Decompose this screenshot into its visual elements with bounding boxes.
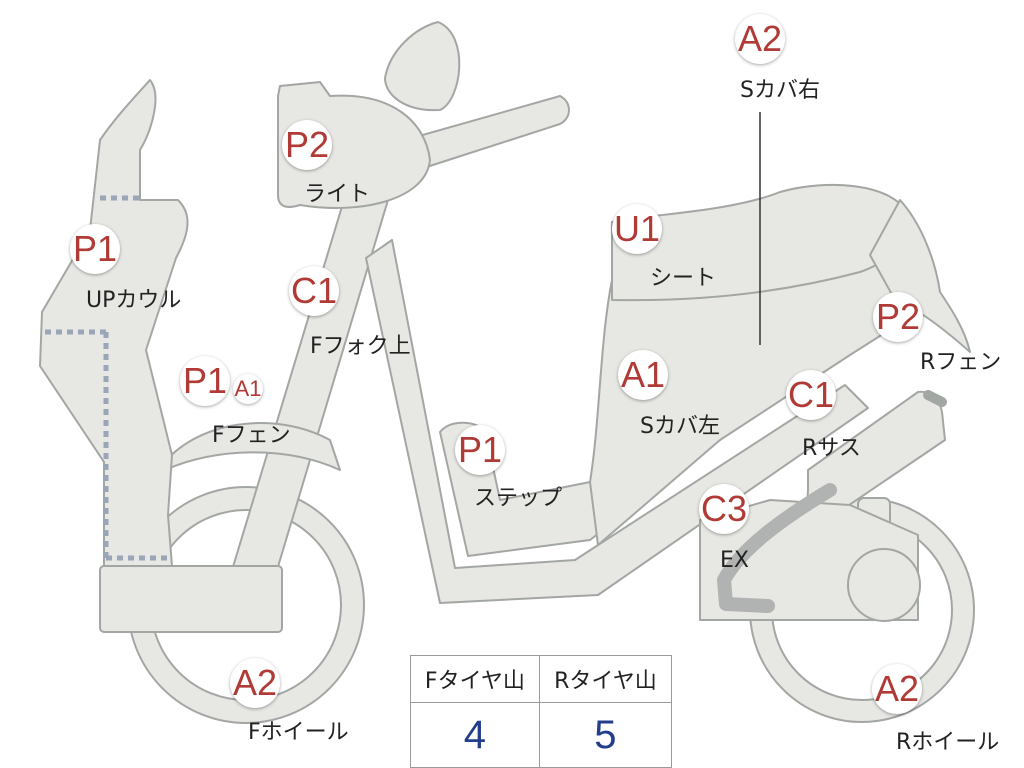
grade-badge: P1 — [455, 425, 505, 475]
grade-badge-secondary: A1 — [233, 374, 263, 404]
part-label: Fフォク上 — [310, 334, 411, 359]
exhaust-pipe — [717, 483, 837, 613]
part-label: Fフェン — [212, 423, 291, 448]
value-rear-tire: 5 — [538, 702, 673, 768]
part-label: Sカバ左 — [640, 414, 720, 439]
windshield — [384, 21, 461, 112]
part-label: UPカウル — [86, 288, 182, 313]
front-floor-block — [99, 565, 283, 633]
header-front-tire: Fタイヤ山 — [410, 655, 540, 703]
main-frame — [365, 239, 869, 604]
grade-badge: C1 — [786, 370, 836, 420]
side-cover — [589, 229, 906, 546]
value-front-tire: 4 — [410, 702, 540, 768]
grade-badge: P2 — [282, 120, 332, 170]
grade-badge: P2 — [873, 292, 923, 342]
part-label: Rホイール — [896, 730, 1000, 755]
part-label: Rサス — [802, 436, 861, 461]
grade-badge: A2 — [872, 664, 922, 714]
header-rear-tire: Rタイヤ山 — [538, 655, 673, 703]
grade-badge: U1 — [612, 204, 662, 254]
part-label: ステップ — [474, 486, 563, 511]
table-value-row: 4 5 — [410, 702, 673, 768]
grade-badge: A1 — [618, 350, 668, 400]
grade-badge: A2 — [735, 14, 785, 64]
part-label: EX — [720, 548, 749, 573]
grade-badge: P1 — [70, 224, 120, 274]
grade-badge: A2 — [230, 658, 280, 708]
part-label: Fホイール — [248, 720, 349, 745]
part-label: ライト — [304, 182, 371, 207]
front-fender-shape — [159, 422, 341, 471]
grade-badge: C1 — [289, 266, 339, 316]
table-header-row: Fタイヤ山 Rタイヤ山 — [410, 655, 673, 703]
grade-badge: P1 — [180, 356, 230, 406]
headlight-housing — [277, 81, 431, 209]
part-label: Rフェン — [920, 350, 1002, 375]
part-label: シート — [650, 266, 717, 291]
grade-badge: C3 — [699, 484, 749, 534]
tire-tread-table: Fタイヤ山 Rタイヤ山 4 5 — [410, 655, 673, 768]
handlebar — [404, 95, 570, 175]
up-cowl-shape — [39, 79, 189, 567]
part-label: Sカバ右 — [740, 78, 820, 103]
